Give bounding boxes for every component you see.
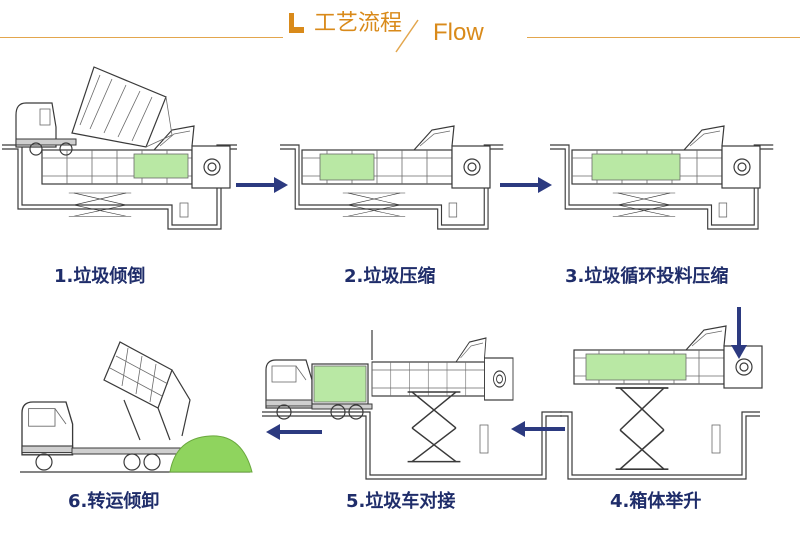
compressed-block [591,153,681,181]
scene-6-unloading [20,341,253,473]
step-2-label: 2.垃圾压缩 [344,266,436,287]
scene-5-docking [262,330,562,480]
arrow-4-to-5 [511,421,565,437]
scene-2-compress [279,125,504,230]
scene-1-dumping [1,66,238,230]
scene-4-lifting [560,325,763,480]
header-title-en: Flow [433,19,484,46]
compressed-block [313,365,367,403]
step-1-label: 1.垃圾倾倒 [54,266,146,287]
garbage-pile [169,435,253,473]
header-line-left [0,37,283,38]
compressed-block [585,353,687,381]
step-4-label: 4.箱体举升 [610,491,702,512]
compressed-block [133,153,189,179]
compressed-block [319,153,375,181]
step-5-label: 5.垃圾车对接 [346,491,456,512]
header-line-right [527,37,800,38]
header-title-cn: 工艺流程 [314,11,403,36]
l-bracket-icon [289,13,304,33]
arrow-5-to-6 [266,424,322,440]
step-6-label: 6.转运倾卸 [68,491,160,512]
arrow-2-to-3 [500,177,552,193]
arrow-1-to-2 [236,177,288,193]
slash-divider-icon [395,19,419,53]
step-3-label: 3.垃圾循环投料压缩 [565,266,729,287]
scene-3-cyclic-compress [549,125,774,230]
arrow-3-to-4 [731,307,747,359]
